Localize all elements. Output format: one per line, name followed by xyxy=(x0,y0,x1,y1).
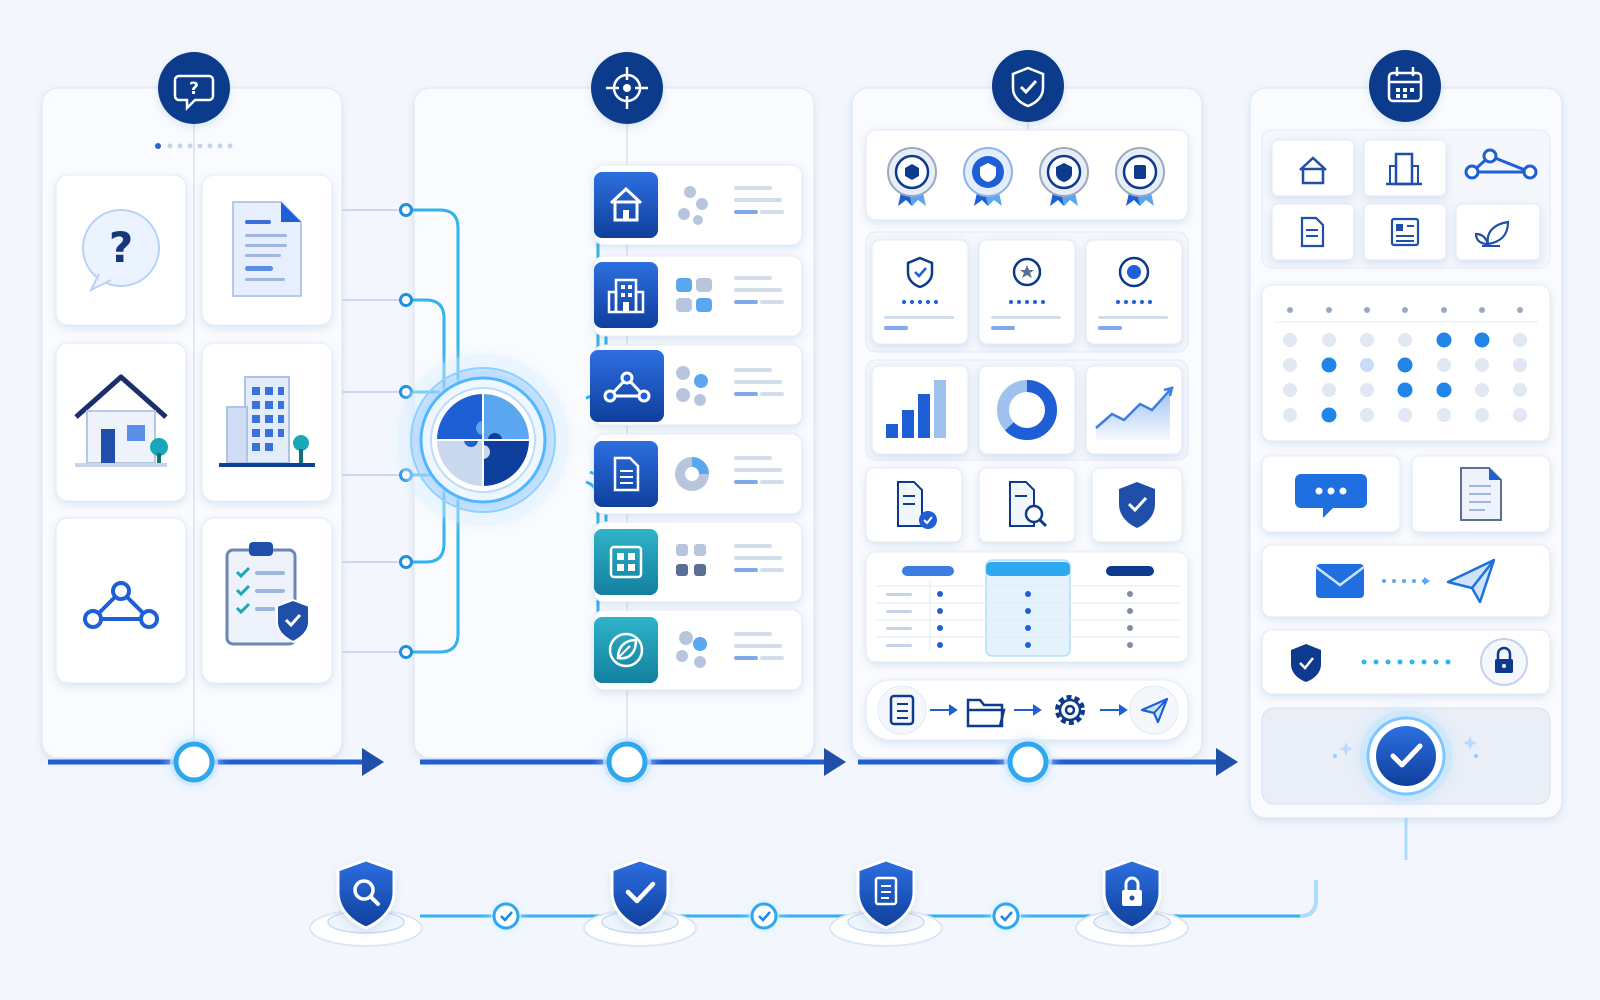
network-triangle-icon xyxy=(603,371,651,403)
svg-text:?: ? xyxy=(109,223,133,272)
leaf-icon xyxy=(608,632,644,668)
approved-check-icon[interactable] xyxy=(1360,710,1452,802)
shield-document-icon[interactable] xyxy=(856,858,916,930)
timeline-node[interactable] xyxy=(170,738,218,786)
pager-dots xyxy=(155,143,233,149)
security-chain xyxy=(309,858,1318,947)
seal-icon xyxy=(1118,256,1150,288)
shield-check-icon[interactable] xyxy=(1091,467,1183,543)
status-table xyxy=(865,551,1189,663)
award-badge-icon xyxy=(887,147,937,206)
bar-chart-icon[interactable] xyxy=(871,365,969,455)
house-icon xyxy=(74,374,168,467)
verification-card[interactable] xyxy=(1085,239,1183,345)
building-icon[interactable] xyxy=(1363,139,1447,197)
chain-check-icon xyxy=(991,901,1021,931)
checklist-icon[interactable] xyxy=(877,685,927,735)
office-building-icon xyxy=(219,376,315,467)
target-icon xyxy=(591,52,663,124)
form-icon[interactable] xyxy=(1363,203,1447,261)
list-item[interactable] xyxy=(590,344,803,426)
chain-check-icon xyxy=(749,901,779,931)
shield-check-icon xyxy=(992,50,1064,122)
list-item[interactable] xyxy=(593,255,803,337)
award-badge-icon xyxy=(1115,147,1165,206)
donut-chart-icon[interactable] xyxy=(978,365,1076,455)
puzzle-icon xyxy=(397,354,569,526)
home-icon xyxy=(609,186,643,222)
verification-card[interactable] xyxy=(978,239,1076,345)
document-check-icon[interactable] xyxy=(865,467,963,543)
intake-stage: ? xyxy=(55,143,333,684)
chain-check-icon xyxy=(491,901,521,931)
folder-icon[interactable] xyxy=(966,698,1006,728)
svg-text:?: ? xyxy=(189,79,199,99)
calendar-grid xyxy=(1261,284,1551,442)
timeline xyxy=(48,738,1408,860)
arrow-right-icon xyxy=(824,748,846,776)
message-document-row xyxy=(1261,455,1551,533)
lock-icon[interactable] xyxy=(1480,638,1528,686)
approved-check xyxy=(1261,707,1551,805)
timeline-node[interactable] xyxy=(603,738,651,786)
clipboard-shield-icon xyxy=(225,542,310,646)
list-item[interactable] xyxy=(593,521,803,603)
award-badges xyxy=(865,129,1189,221)
calendar-icon xyxy=(1369,50,1441,122)
document-icon xyxy=(232,201,302,297)
document-icon[interactable] xyxy=(1460,467,1502,521)
document-search-icon[interactable] xyxy=(978,467,1076,543)
completion-stage xyxy=(1261,129,1551,805)
arrow-right-icon xyxy=(362,748,384,776)
building-icon xyxy=(607,278,645,314)
shield-check-icon xyxy=(1291,644,1321,682)
award-badge-icon xyxy=(963,147,1013,206)
shield-check-icon[interactable] xyxy=(610,858,670,930)
gear-icon[interactable] xyxy=(1055,695,1085,725)
compliance-documents xyxy=(865,467,1183,543)
grid-icon xyxy=(609,545,643,579)
email-send-row xyxy=(1261,544,1551,618)
verification-stage xyxy=(865,129,1189,741)
network-triangle-icon[interactable] xyxy=(1464,148,1538,180)
list-item[interactable] xyxy=(593,164,803,246)
question-bubble-icon: ? xyxy=(158,52,230,124)
chat-bubble-icon[interactable] xyxy=(1295,474,1367,518)
question-icon: ? xyxy=(82,209,160,293)
timeline-node[interactable] xyxy=(1004,738,1052,786)
area-chart-icon[interactable] xyxy=(1085,365,1183,455)
workflow-steps xyxy=(865,679,1189,741)
shield-check-icon xyxy=(906,256,934,289)
star-badge-icon xyxy=(1012,257,1042,287)
list-item[interactable] xyxy=(593,609,803,691)
arrow-right-icon xyxy=(1216,748,1238,776)
paper-plane-icon[interactable] xyxy=(1129,685,1179,735)
verification-card[interactable] xyxy=(871,239,969,345)
shield-search-icon[interactable] xyxy=(336,858,396,930)
network-triangle-icon xyxy=(83,581,159,629)
award-badge-icon xyxy=(1039,147,1089,206)
shield-lock-icon[interactable] xyxy=(1102,858,1162,930)
list-item[interactable] xyxy=(593,433,803,515)
home-icon[interactable] xyxy=(1271,139,1355,197)
document-icon xyxy=(613,456,640,492)
envelope-icon[interactable] xyxy=(1315,564,1365,598)
paper-plane-icon[interactable] xyxy=(1446,558,1496,604)
document-icon[interactable] xyxy=(1271,203,1355,261)
matching-rows xyxy=(590,164,803,691)
leaf-icon[interactable] xyxy=(1455,203,1541,261)
secure-lock-row xyxy=(1261,629,1551,695)
